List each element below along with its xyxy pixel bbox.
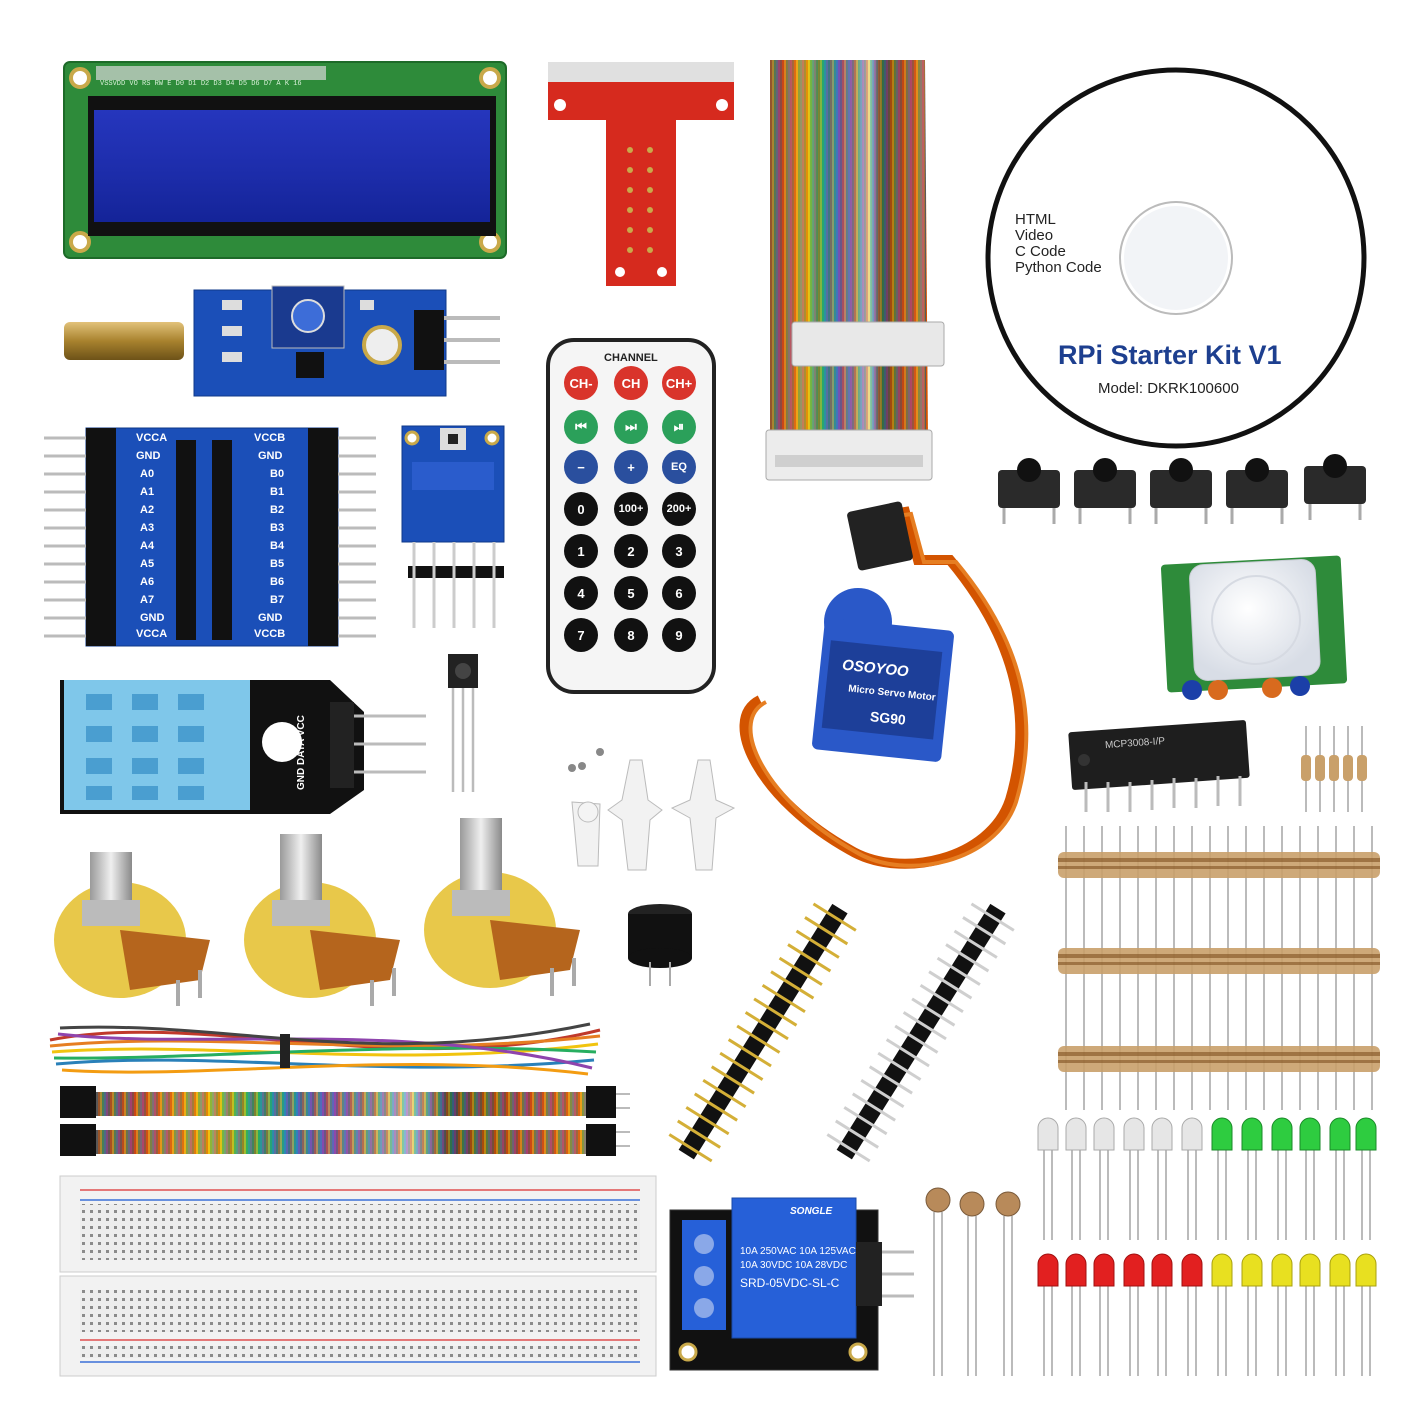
jumper-wires [49, 1022, 601, 1076]
shifter-pin-label: VCCA [136, 628, 168, 640]
relay-brand: SONGLE [790, 1206, 833, 1217]
remote-key-digit: 4 [564, 576, 598, 610]
potentiometers [54, 818, 580, 1006]
remote-key-digit: 0 [564, 492, 598, 526]
remote-key-ch-plus: CH+ [662, 366, 696, 400]
remote-key-vol-plus: + [614, 450, 648, 484]
shifter-pin-label: A4 [140, 540, 155, 552]
cd-content-list: HTML Video C Code Python Code [1015, 212, 1102, 276]
remote-key-play-pause-icon: ⏯ [662, 410, 696, 444]
cd-model: Model: DKRK100600 [1098, 380, 1239, 397]
servo-horns [568, 748, 736, 871]
shifter-pin-label: A6 [140, 576, 155, 588]
remote-key-vol-minus: − [564, 450, 598, 484]
shifter-pin-label: VCCA [136, 432, 168, 444]
resistors [1301, 726, 1367, 812]
remote-key-digit: 8 [614, 618, 648, 652]
pressure-sensor-module [401, 425, 505, 628]
remote-key-next-icon: ⏭ [614, 410, 648, 444]
shifter-pin-label: GND [136, 450, 161, 462]
remote-key-digit: 1 [564, 534, 598, 568]
relay-rating-line: 10A 30VDC 10A 28VDC [740, 1260, 848, 1271]
shifter-pin-label: A0 [140, 468, 155, 480]
shifter-pin-label: B6 [270, 576, 285, 588]
breadboards [59, 1175, 657, 1377]
remote-key-prev-icon: ⏮ [564, 410, 598, 444]
pir-sensor-module [1160, 555, 1348, 700]
leds-red-yellow [1037, 1253, 1377, 1376]
cd-disc [985, 67, 1367, 449]
shifter-pin-label: B5 [270, 558, 285, 570]
shifter-pin-label: GND [258, 450, 283, 462]
relay-rating-line: 10A 250VAC 10A 125VAC [740, 1246, 856, 1257]
buzzer [628, 904, 692, 986]
shifter-pin-label: VCCB [254, 628, 286, 640]
shifter-pin-label: A1 [140, 486, 155, 498]
remote-key-digit: 2 [614, 534, 648, 568]
resistor-array [1058, 826, 1380, 1110]
shifter-pin-label: A3 [140, 522, 155, 534]
shifter-pin-label: B4 [270, 540, 285, 552]
pin-headers [668, 902, 1015, 1163]
tactile-buttons [998, 454, 1366, 524]
remote-key-digit: 5 [614, 576, 648, 610]
tilt-sensor-module [64, 285, 500, 397]
shifter-pin-label: B7 [270, 594, 285, 606]
dht11-sensor-module [60, 680, 426, 814]
lcd-module [63, 61, 507, 259]
dht-pin-labels: GND DATA VCC [296, 715, 307, 790]
ribbon-cable [765, 60, 945, 481]
servo-motor [739, 501, 1029, 869]
cd-line: Python Code [1015, 259, 1102, 276]
dupont-ribbons [60, 1086, 630, 1156]
remote-key-digit: 9 [662, 618, 696, 652]
remote-key-digit: 7 [564, 618, 598, 652]
level-shifter-board [44, 427, 376, 647]
relay-module [669, 1197, 914, 1371]
ir-receiver [448, 654, 478, 792]
photoresistors [925, 1187, 1021, 1376]
remote-key-digit: 6 [662, 576, 696, 610]
shifter-pin-label: VCCB [254, 432, 286, 444]
cd-title: RPi Starter Kit V1 [1058, 340, 1282, 370]
remote-key-100-plus: 100+ [614, 492, 648, 526]
remote-key-digit: 3 [662, 534, 696, 568]
shifter-pin-label: GND [140, 612, 165, 624]
shifter-pin-label: B2 [270, 504, 285, 516]
shifter-pin-label: B3 [270, 522, 285, 534]
adc-chip [1068, 720, 1250, 812]
remote-key-eq: EQ [662, 450, 696, 484]
remote-key-200-plus: 200+ [662, 492, 696, 526]
lcd-pin-labels: VSSVDD VO RS RW E D0 D1 D2 D3 D4 D5 D6 D… [100, 80, 302, 88]
remote-channel-label: CHANNEL [604, 352, 658, 364]
shifter-pin-label: A2 [140, 504, 155, 516]
cd-line: HTML [1015, 211, 1056, 228]
shifter-pin-label: GND [258, 612, 283, 624]
shifter-pin-label: B1 [270, 486, 285, 498]
cd-line: Video [1015, 227, 1054, 244]
remote-key-ch-minus: CH- [564, 366, 598, 400]
leds-white-green [1037, 1117, 1377, 1240]
t-cobbler-board [548, 62, 734, 286]
shifter-pin-label: A7 [140, 594, 155, 606]
relay-model: SRD-05VDC-SL-C [740, 1276, 840, 1290]
remote-key-ch: CH [614, 366, 648, 400]
shifter-pin-label: A5 [140, 558, 155, 570]
cd-line: C Code [1015, 243, 1066, 260]
shifter-pin-label: B0 [270, 468, 285, 480]
